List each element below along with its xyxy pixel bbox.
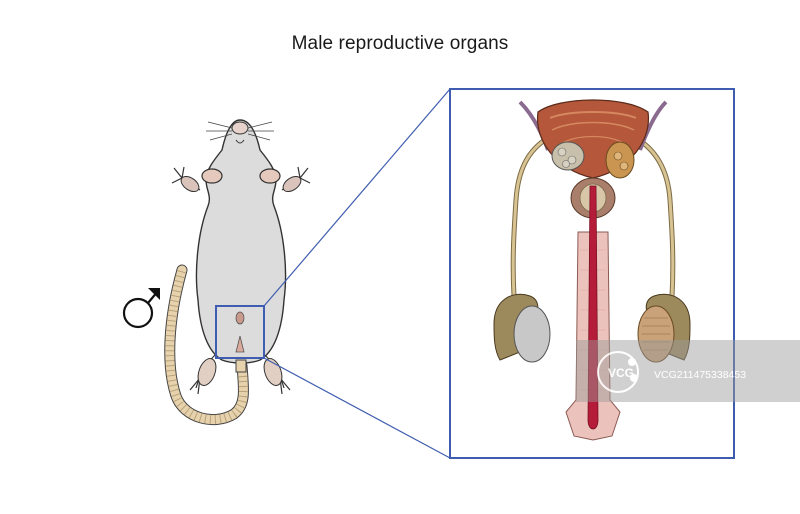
testis-left — [493, 293, 551, 363]
seminal-vesicle-right — [605, 141, 635, 179]
reproductive-anatomy — [493, 99, 691, 441]
mouse-left-ear — [201, 168, 223, 184]
mouse-figure — [171, 119, 311, 395]
mouse-inset-box — [215, 305, 265, 359]
mouse-tail — [164, 264, 250, 426]
watermark: VCG VCG211475338453 — [576, 340, 800, 402]
mouse-whiskers — [206, 121, 274, 141]
vcg-logo-icon — [597, 351, 639, 393]
male-symbol-icon — [122, 288, 160, 329]
connector-line-bottom — [263, 357, 451, 459]
ureter-right — [638, 100, 668, 151]
urethra — [587, 185, 599, 430]
connector-line-top — [263, 88, 451, 307]
figure-title: Male reproductive organs — [291, 33, 509, 54]
watermark-id-text: VCG211475338453 — [654, 369, 746, 381]
watermark-logo-text: VCG — [608, 366, 634, 380]
testis-right — [637, 293, 691, 363]
mouse-right-ear — [259, 168, 281, 184]
